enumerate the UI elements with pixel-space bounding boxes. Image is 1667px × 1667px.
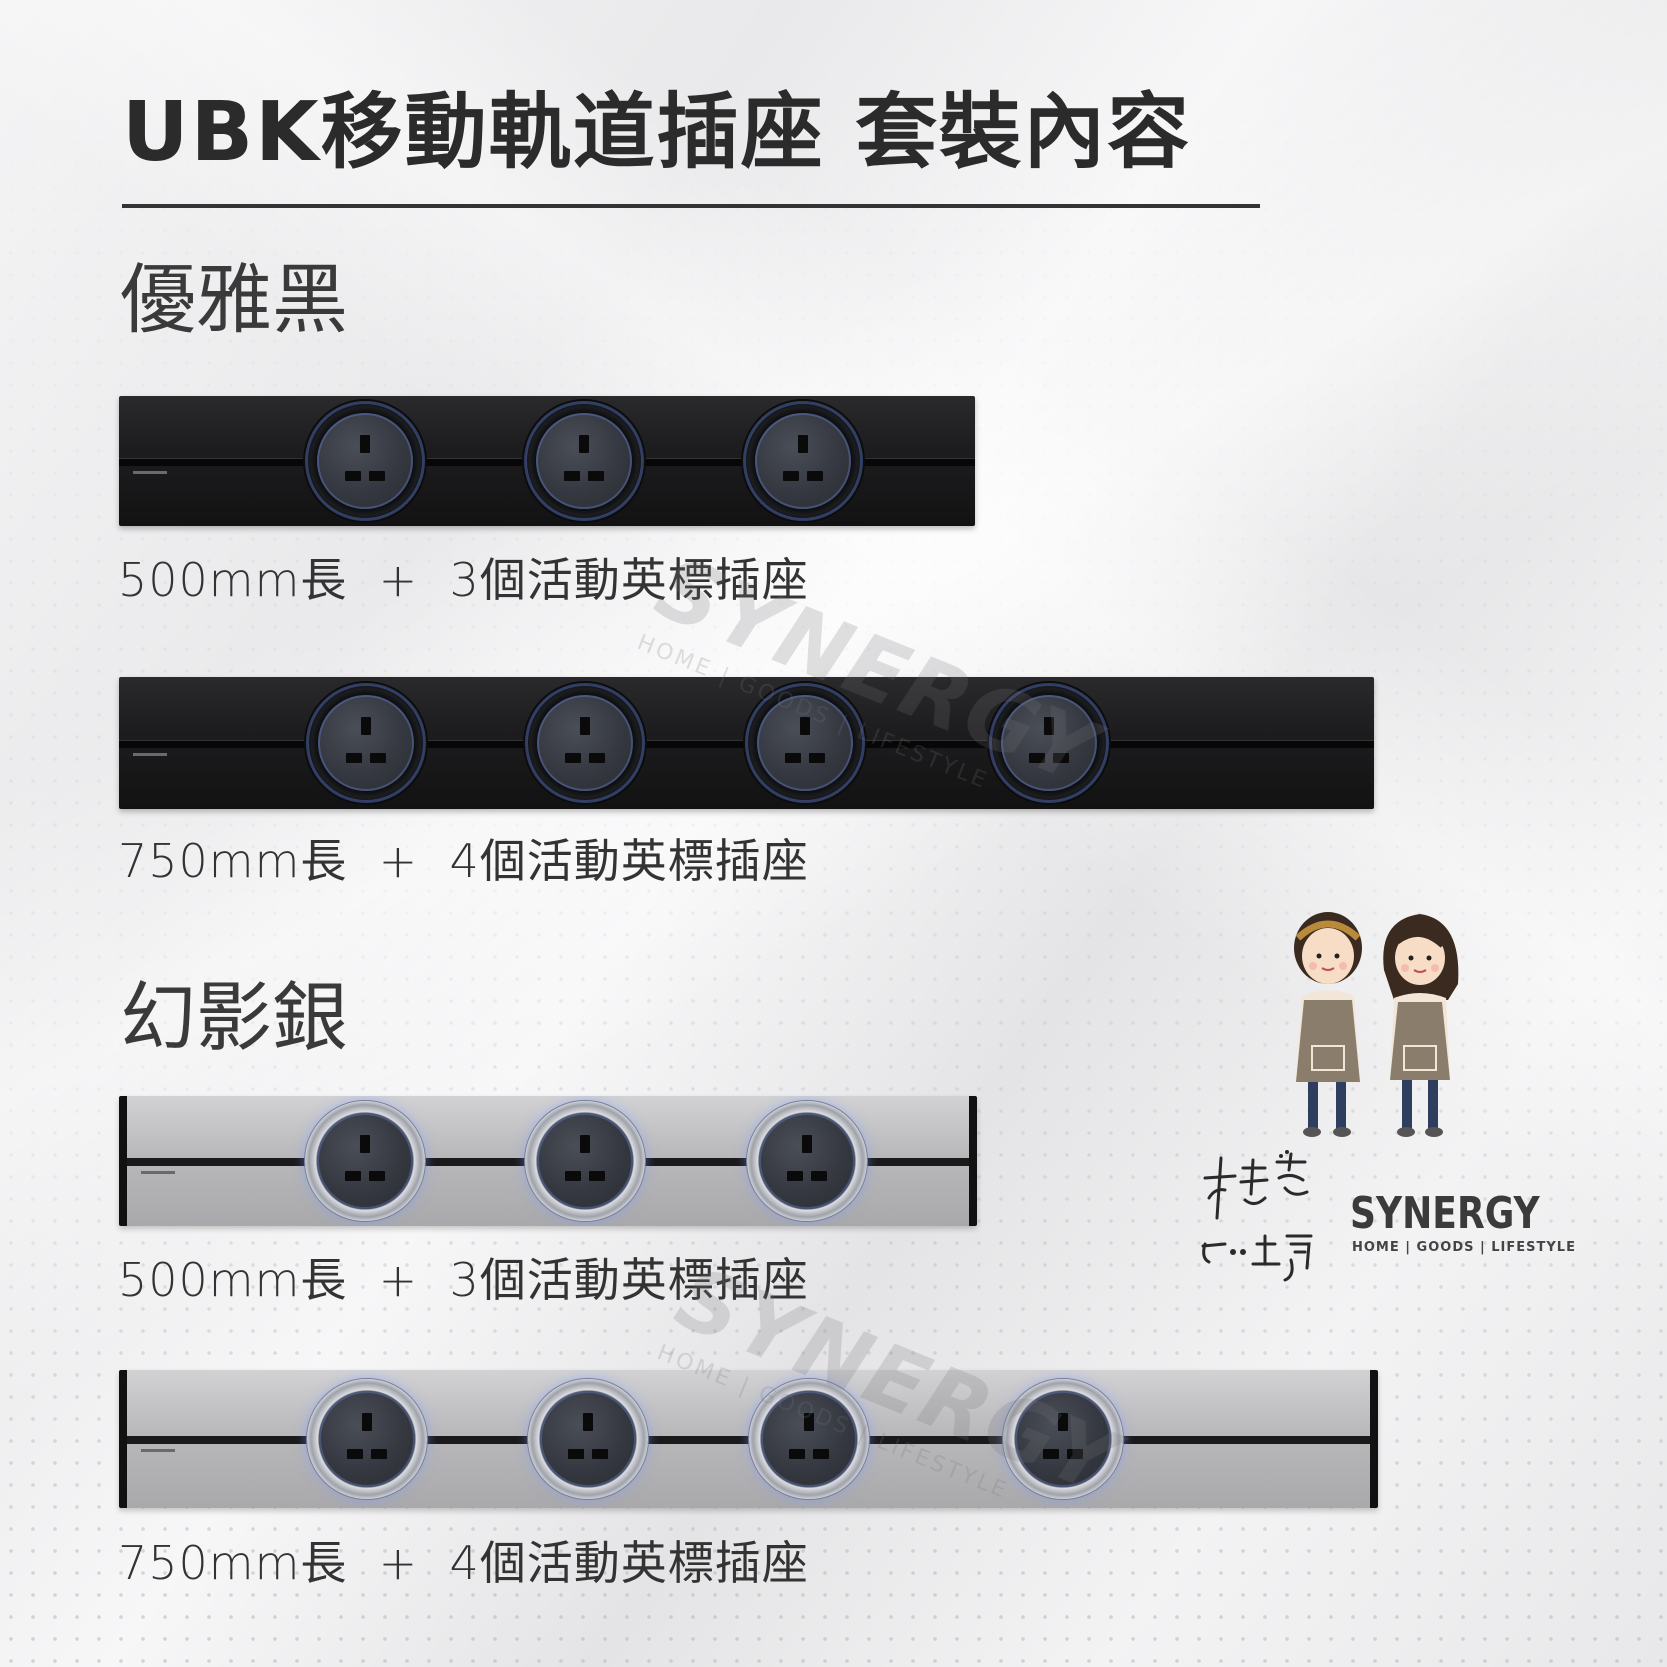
handwritten-logo [1201, 1150, 1313, 1282]
brand-name: SYNERGY [1350, 1188, 1540, 1239]
silver-rail-500mm [119, 1096, 977, 1226]
caption-black-750: 750mm長 + 4個活動英標插座 [118, 834, 809, 888]
uk-socket [524, 401, 644, 521]
uk-socket [749, 1379, 869, 1499]
caption-silver-750: 750mm長 + 4個活動英標插座 [118, 1536, 809, 1590]
rail-groove [127, 1436, 1370, 1444]
uk-socket [745, 683, 865, 803]
caption-silver-500: 500mm長 + 3個活動英標插座 [118, 1253, 809, 1307]
black-rail-750mm [119, 677, 1374, 809]
mascot-illustration [1294, 912, 1459, 1137]
black-rail-500mm [119, 396, 975, 526]
rail-mark [141, 1449, 175, 1452]
rail-mark [133, 753, 167, 756]
uk-socket [1003, 1379, 1123, 1499]
silver-rail-750mm [119, 1370, 1378, 1508]
brand-tagline: HOME | GOODS | LIFESTYLE [1352, 1240, 1576, 1255]
uk-socket [305, 1101, 425, 1221]
section-heading-black: 優雅黑 [120, 255, 348, 344]
uk-socket [305, 401, 425, 521]
mascot-right [1383, 914, 1459, 1137]
uk-socket [525, 683, 645, 803]
mascot-left [1294, 912, 1362, 1137]
rail-mark [133, 471, 167, 474]
title-underline [122, 204, 1260, 208]
uk-socket [989, 683, 1109, 803]
uk-socket [525, 1101, 645, 1221]
uk-socket [743, 401, 863, 521]
page-title: UBK移動軌道插座 套裝內容 [122, 85, 1192, 180]
section-heading-silver: 幻影銀 [120, 973, 348, 1062]
uk-socket [528, 1379, 648, 1499]
uk-socket [306, 683, 426, 803]
caption-black-500: 500mm長 + 3個活動英標插座 [118, 553, 809, 607]
uk-socket [307, 1379, 427, 1499]
uk-socket [747, 1101, 867, 1221]
rail-mark [141, 1171, 175, 1174]
